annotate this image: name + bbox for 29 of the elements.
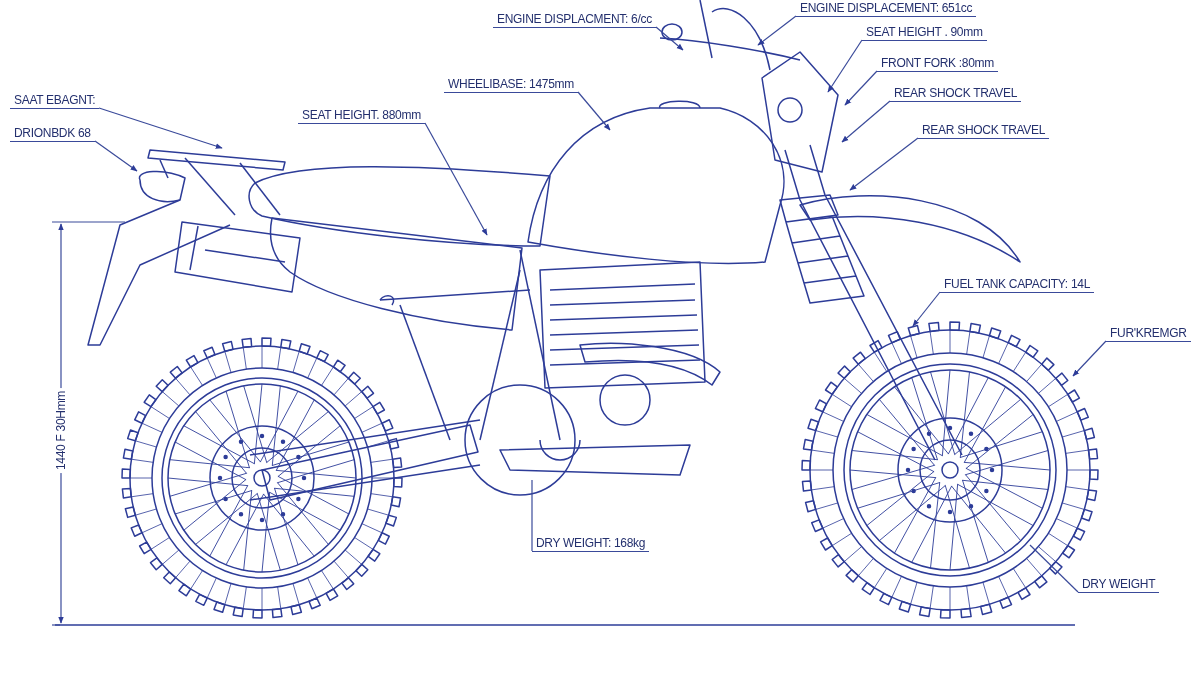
callout-label: REAR SHOCK TRAVEL <box>918 123 1050 139</box>
callout-label: SAAT EBAGNT: <box>10 93 100 109</box>
leader-line <box>827 39 863 93</box>
leader-line <box>424 122 488 236</box>
leader-line <box>531 479 533 552</box>
callout-label: FRONT FORK :80mm <box>877 56 998 72</box>
leader-line <box>655 26 684 51</box>
leader-line <box>841 100 891 143</box>
callout-label: ENGINE DISPLACEMENT: 651cc <box>796 1 977 17</box>
leader-line <box>94 140 138 172</box>
leader-line <box>912 291 941 327</box>
callout-label: WHEELIBASE: 1475mm <box>444 77 578 93</box>
callout-label: FUEL TANK CAPACITY: 14L <box>940 277 1095 293</box>
callout-label: REAR SHOCK TRAVEL <box>890 86 1022 102</box>
callout-label: SEAT HEIGHT . 90mm <box>862 25 987 41</box>
callout-label: DRIONBDK 68 <box>10 126 95 142</box>
callout-label: ENGINE DISPLACMENT: 6/cc <box>493 12 656 28</box>
leader-line <box>1072 340 1107 377</box>
leader-line <box>577 91 611 131</box>
leader-line <box>849 137 919 191</box>
leader-line <box>98 107 223 149</box>
leader-line <box>1029 544 1079 593</box>
leader-line <box>844 70 878 106</box>
callout-label: DRY WEIGHT <box>1078 577 1160 593</box>
callout-label: FUR'KREMGR <box>1106 326 1191 342</box>
callout-label: SEAT HEIGHT. 880mm <box>298 108 425 124</box>
leader-line <box>757 15 797 46</box>
dimension-label: 1440 F 30Hmm <box>54 387 68 473</box>
callout-label: DRY WEIGHT: 168kg <box>532 536 650 552</box>
